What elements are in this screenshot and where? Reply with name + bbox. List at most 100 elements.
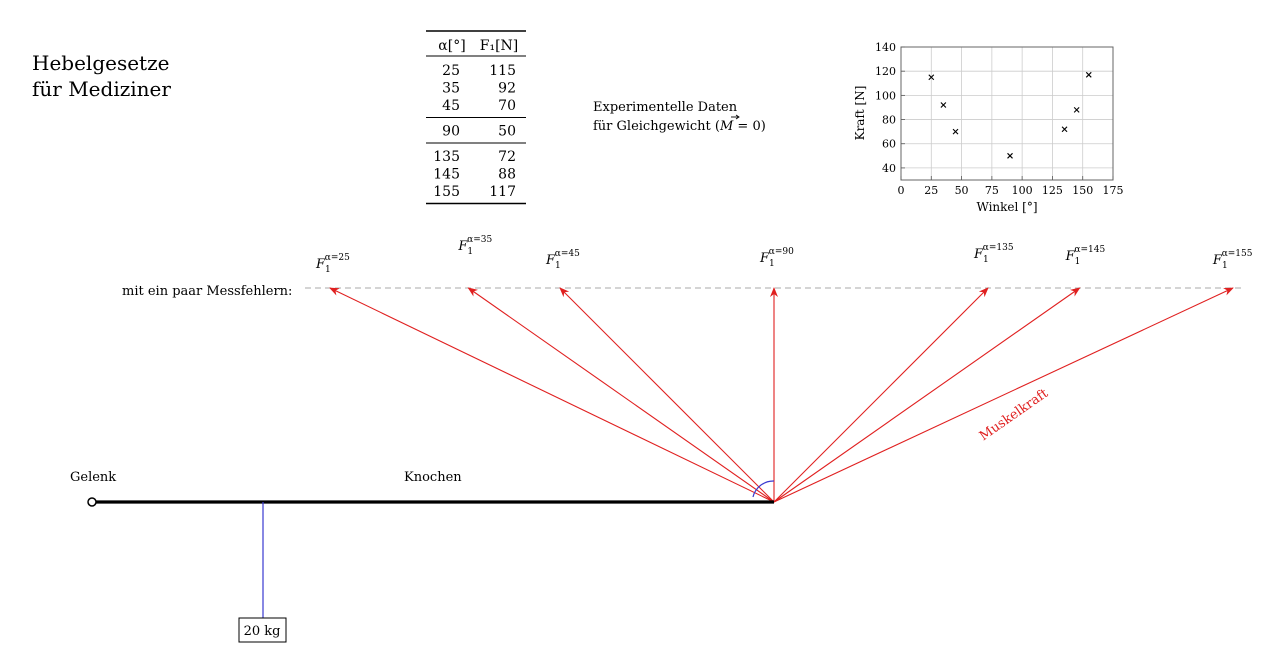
force-symbol: F (545, 253, 556, 268)
title-line-2: für Mediziner (32, 77, 171, 101)
title-line-1: Hebelgesetze (32, 51, 169, 75)
force-vector-135: F1 α=135 (773, 243, 1014, 503)
force-arrow (467, 287, 775, 503)
force-arrow (329, 287, 775, 503)
force-symbol: F (759, 251, 770, 266)
table-cell-angle: 155 (433, 184, 460, 200)
chart-y-axis-label: Kraft [N] (853, 86, 867, 141)
force-vector-155: F1α=155 (773, 249, 1253, 503)
force-superscript: α=135 (983, 243, 1014, 253)
force-subscript: 1 (467, 247, 473, 257)
chart-ticks: 0 25 50 75 100 125 150 175 40 60 80 100 120 140 (875, 41, 1124, 197)
table-cell-angle: 35 (442, 81, 460, 97)
caption-prefix: für Gleichgewicht ( (593, 119, 720, 134)
force-superscript: α=35 (467, 235, 492, 245)
table-cell-force: 88 (498, 167, 516, 183)
chart-x-tick-label: 150 (1072, 184, 1093, 197)
force-superscript: α=155 (1222, 249, 1253, 259)
force-vector-25: F1α=25 (315, 253, 775, 503)
force-subscript: 1 (325, 265, 331, 275)
force-label: F1 α=135 (973, 243, 1014, 265)
force-label: F1 α=155 (1212, 249, 1253, 271)
table-cell-angle: 25 (442, 63, 460, 79)
chart-y-tick-label: 60 (882, 138, 896, 151)
chart-frame (900, 46, 1114, 181)
caption-line-2: für Gleichgewicht (M = 0) (593, 119, 766, 134)
force-symbol: F (973, 247, 984, 262)
table-cell-angle: 145 (433, 167, 460, 183)
force-superscript: α=25 (325, 253, 350, 263)
chart-point (940, 102, 947, 108)
table-cell-angle: 45 (442, 98, 460, 114)
chart-point (1007, 152, 1013, 159)
table-cell-force: 117 (489, 184, 516, 200)
chart-y-tick-label: 120 (875, 65, 896, 78)
force-label: F1α=90 (759, 247, 794, 269)
force-subscript: 1 (1075, 257, 1081, 267)
force-subscript: 1 (555, 261, 561, 271)
table-header-angle: α[°] (438, 38, 465, 54)
chart-x-tick-label: 125 (1042, 184, 1063, 197)
chart-x-tick-label: 75 (985, 184, 999, 197)
weight-label: 20 kg (244, 624, 281, 639)
table-cell-angle: 90 (442, 124, 460, 140)
joint-label: Gelenk (70, 470, 116, 485)
table-header-force: F₁[N] (480, 38, 519, 54)
force-arrow (559, 287, 775, 503)
caption-vector-arrowhead (735, 114, 740, 120)
chart-point (1073, 106, 1080, 113)
chart-point (1085, 71, 1092, 78)
table-cell-force: 92 (498, 81, 516, 97)
caption-line-1: Experimentelle Daten (593, 100, 738, 115)
force-arrow (773, 287, 989, 503)
force-label: F1 α=35 (457, 235, 492, 257)
weight-box (238, 617, 287, 643)
force-superscript: α=145 (1074, 245, 1105, 255)
chart-y-tick-label: 40 (882, 162, 896, 175)
table-cell-force: 115 (489, 63, 516, 79)
force-subscript: 1 (1222, 261, 1228, 271)
chart-point (928, 74, 935, 81)
chart-x-tick-label: 100 (1012, 184, 1033, 197)
caption-moment-symbol: M (719, 119, 734, 134)
force-arrow (773, 287, 1234, 503)
chart-x-axis-label: Winkel [°] (976, 200, 1037, 214)
force-subscript: 1 (769, 259, 775, 269)
scatter-chart: 0 25 50 75 100 125 150 175 40 60 80 100 120 140 Winke… (853, 41, 1124, 214)
measurement-label: mit ein paar Messfehlern: (122, 284, 292, 299)
chart-point (952, 128, 959, 135)
chart-point (1061, 126, 1068, 133)
force-vector-45: F1α=45 (545, 249, 775, 503)
force-superscript: α=45 (555, 249, 580, 259)
force-arrow (773, 287, 1081, 503)
caption-suffix: = 0) (733, 119, 766, 134)
chart-x-tick-label: 50 (955, 184, 969, 197)
chart-points (928, 71, 1092, 159)
table-cell-force: 72 (498, 149, 516, 165)
force-symbol: F (457, 239, 468, 254)
force-symbol: F (1065, 249, 1076, 264)
muscle-force-label: Muskelkraft (977, 386, 1052, 445)
force-symbol: F (315, 257, 326, 272)
chart-x-tick-label: 175 (1103, 184, 1124, 197)
chart-x-tick-label: 25 (924, 184, 938, 197)
table-cell-angle: 135 (433, 149, 460, 165)
chart-grid (900, 46, 1114, 180)
chart-x-tick-label: 0 (898, 184, 905, 197)
force-symbol: F (1212, 253, 1223, 268)
chart-y-tick-label: 100 (875, 89, 896, 102)
force-label: F1 α=45 (545, 249, 580, 271)
bone-label: Knochen (404, 470, 462, 485)
chart-y-tick-label: 140 (875, 41, 896, 54)
angle-arc (752, 480, 775, 498)
force-vector-35: F1α=35 (457, 235, 775, 503)
force-vector-90: F1α=90 (759, 247, 794, 502)
table-cell-force: 50 (498, 124, 516, 140)
joint-pivot (87, 497, 97, 507)
chart-y-tick-label: 80 (882, 114, 896, 127)
force-subscript: 1 (983, 255, 989, 265)
